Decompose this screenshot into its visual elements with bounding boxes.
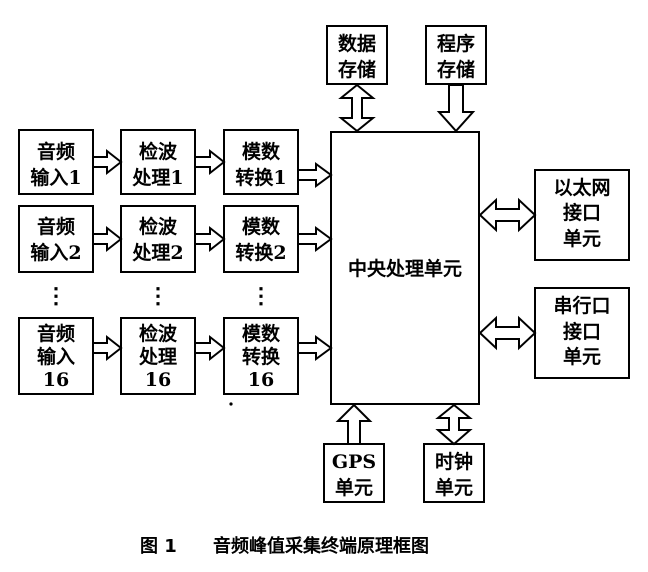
arrow-right (92, 148, 123, 176)
ellipsis: ⋮ (45, 283, 67, 309)
block-label: 转换2 (235, 241, 286, 264)
block-label: 音频 (37, 140, 75, 163)
block-label: 模数 (242, 140, 281, 163)
block-label: 时钟 (435, 450, 473, 473)
block-label: 音频 (37, 322, 75, 345)
arrow-right (297, 335, 333, 361)
block-label: 单元 (563, 345, 601, 368)
ellipsis: ⋮ (250, 283, 272, 309)
block-label: 数据 (338, 32, 376, 55)
arrow-up (335, 403, 373, 445)
block-label: 检波 (139, 140, 178, 163)
arrow-bidirectional-vertical (338, 83, 376, 133)
block-label: 16 (145, 369, 171, 391)
arrow-right (92, 225, 123, 253)
block-serial: 串行口 接口 单元 (534, 287, 630, 379)
block-label: 单元 (435, 476, 473, 499)
block-label: 模数 (242, 215, 281, 238)
block-label: 存储 (437, 58, 475, 81)
block-label: 处理1 (131, 166, 183, 189)
block-label: 单元 (335, 476, 373, 499)
ellipsis: ⋮ (147, 283, 169, 309)
block-label: 中央处理单元 (348, 257, 462, 280)
block-label: 模数 (242, 322, 281, 345)
block-label: GPS (332, 451, 376, 473)
block-label: 串行口 (553, 294, 610, 317)
block-label: 处理 (138, 345, 177, 368)
block-adc-2: 模数 转换2 (223, 205, 299, 273)
block-detection-2: 检波 处理2 (120, 205, 196, 273)
block-label: 输入1 (30, 166, 81, 189)
arrow-right (194, 148, 226, 176)
block-detection-1: 检波 处理1 (120, 129, 196, 195)
arrow-bidirectional-vertical (435, 403, 473, 446)
arrow-bidirectional-horizontal (478, 315, 537, 351)
block-label: 存储 (338, 58, 376, 81)
block-gps: GPS 单元 (323, 443, 385, 503)
block-label: 单元 (563, 227, 601, 250)
arrow-right (297, 226, 333, 252)
block-label: 16 (43, 369, 69, 391)
block-label: 检波 (139, 322, 178, 345)
block-audio-input-1: 音频 输入1 (18, 129, 94, 195)
block-cpu: 中央处理单元 (330, 131, 480, 405)
block-label: 输入2 (30, 241, 81, 264)
block-label: 16 (248, 369, 274, 391)
arrow-down (436, 84, 476, 133)
block-label: 输入 (37, 345, 75, 368)
block-label: 接口 (563, 321, 601, 343)
block-clock: 时钟 单元 (423, 443, 485, 503)
block-adc-16: 模数 转换 16 (223, 317, 299, 395)
arrow-bidirectional-horizontal (478, 197, 537, 233)
block-data-storage: 数据 存储 (326, 25, 388, 85)
figure-number: 图 1 (140, 536, 177, 557)
block-ethernet: 以太网 接口 单元 (534, 169, 630, 261)
block-detection-16: 检波 处理 16 (120, 317, 196, 395)
arrow-right (92, 334, 123, 362)
stray-dot (229, 402, 233, 406)
block-audio-input-16: 音频 输入 16 (18, 317, 94, 395)
block-program-storage: 程序 存储 (425, 25, 487, 85)
block-label: 音频 (37, 215, 75, 238)
block-label: 程序 (437, 32, 475, 55)
figure-caption: 音频峰值采集终端原理框图 (213, 535, 429, 557)
block-label: 转换 (242, 345, 281, 368)
block-label: 以太网 (553, 176, 610, 199)
block-label: 处理2 (131, 241, 183, 264)
block-label: 检波 (139, 215, 178, 238)
block-audio-input-2: 音频 输入2 (18, 205, 94, 273)
block-adc-1: 模数 转换1 (223, 129, 299, 195)
arrow-right (297, 162, 333, 188)
arrow-right (194, 225, 226, 253)
block-label: 转换1 (235, 166, 286, 189)
block-label: 接口 (563, 202, 601, 224)
arrow-right (194, 334, 226, 362)
